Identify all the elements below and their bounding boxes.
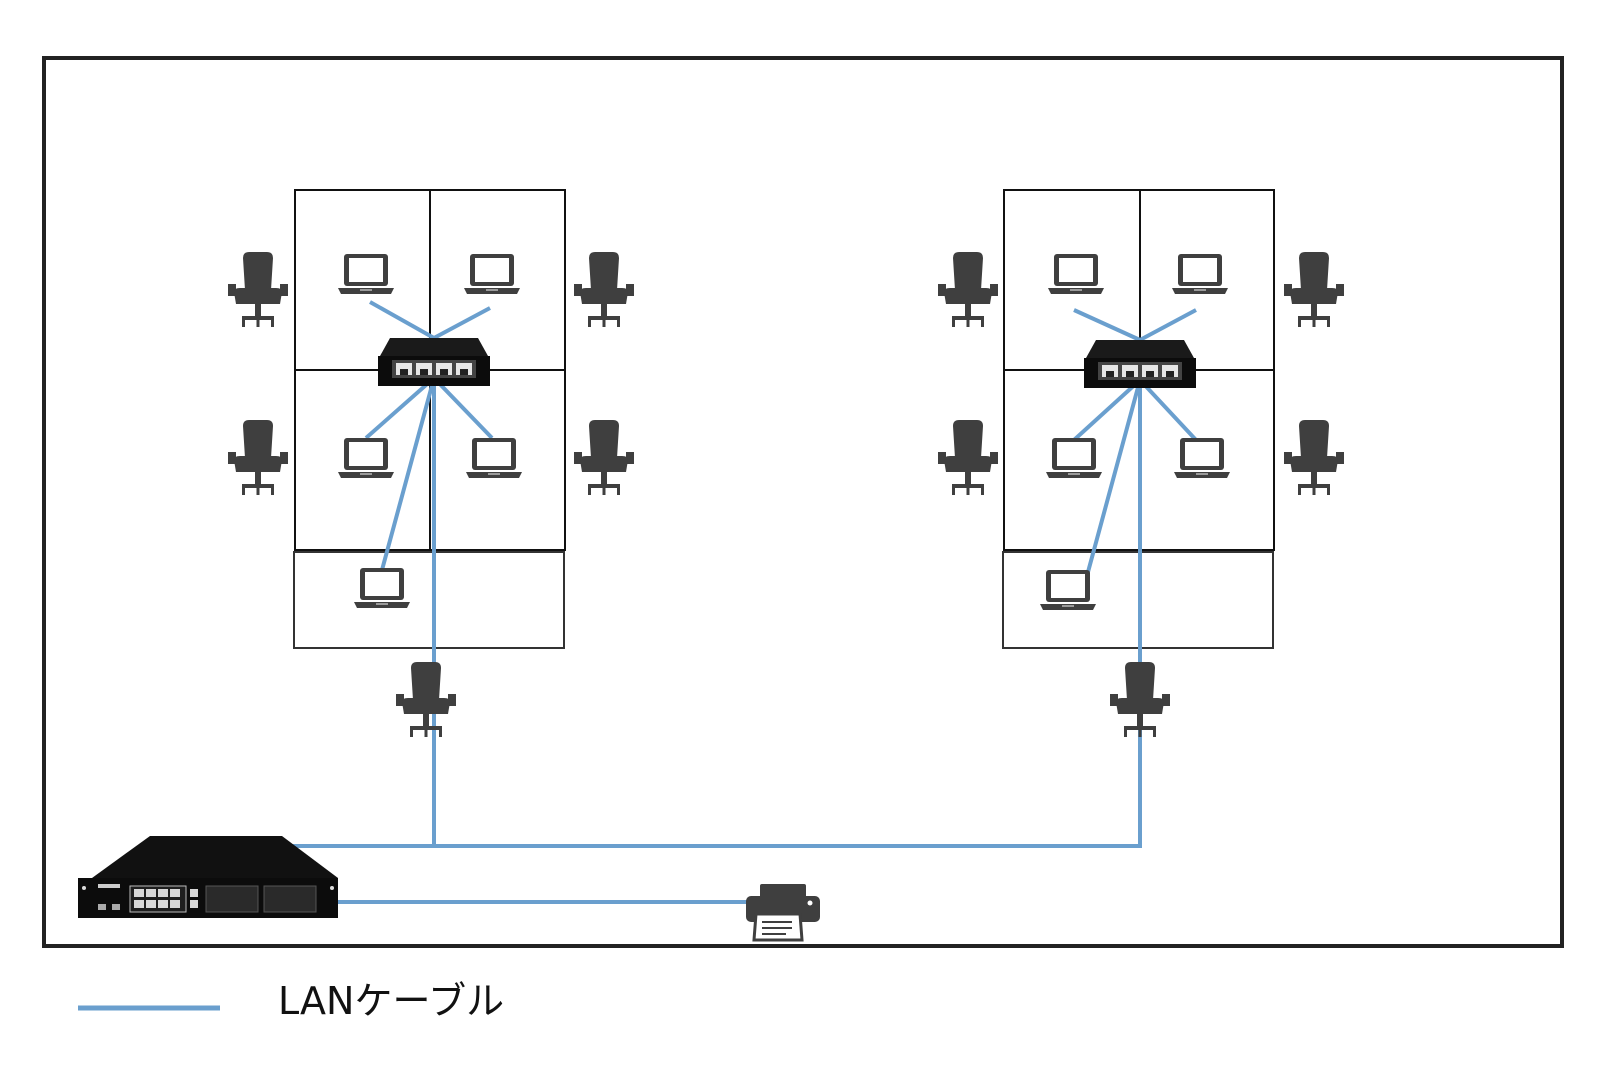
lan-cables-main — [280, 844, 1140, 904]
desk-left-front — [293, 551, 565, 649]
chair-icon — [228, 252, 288, 327]
laptop-icon — [466, 438, 522, 478]
chair-icon — [574, 252, 634, 327]
laptop-icon — [1048, 254, 1104, 294]
chair-icon — [1284, 420, 1344, 495]
laptop-icon — [338, 254, 394, 294]
lan-cables-left — [364, 300, 494, 846]
legend-label-lan: LANケーブル — [278, 979, 505, 1023]
laptop-icon — [1040, 570, 1096, 610]
chair-icon — [574, 420, 634, 495]
desk-group-left — [228, 189, 634, 846]
chair-icon — [938, 420, 998, 495]
switch-hub-right-icon — [1084, 340, 1196, 388]
switch-hub-left-icon — [378, 338, 490, 386]
chair-icon — [1284, 252, 1344, 327]
chair-icon — [396, 662, 456, 737]
printer-icon — [746, 884, 820, 942]
chair-icon — [938, 252, 998, 327]
laptop-icon — [1172, 254, 1228, 294]
chair-icon — [1110, 662, 1170, 737]
chair-icon — [228, 420, 288, 495]
router-icon — [78, 836, 338, 918]
laptop-icon — [1174, 438, 1230, 478]
lan-cables-right — [1072, 308, 1198, 848]
room-outline — [42, 56, 1564, 948]
laptop-icon — [464, 254, 520, 294]
desk-group-right — [938, 189, 1344, 848]
laptop-icon — [1046, 438, 1102, 478]
laptop-icon — [338, 438, 394, 478]
laptop-icon — [354, 568, 410, 608]
